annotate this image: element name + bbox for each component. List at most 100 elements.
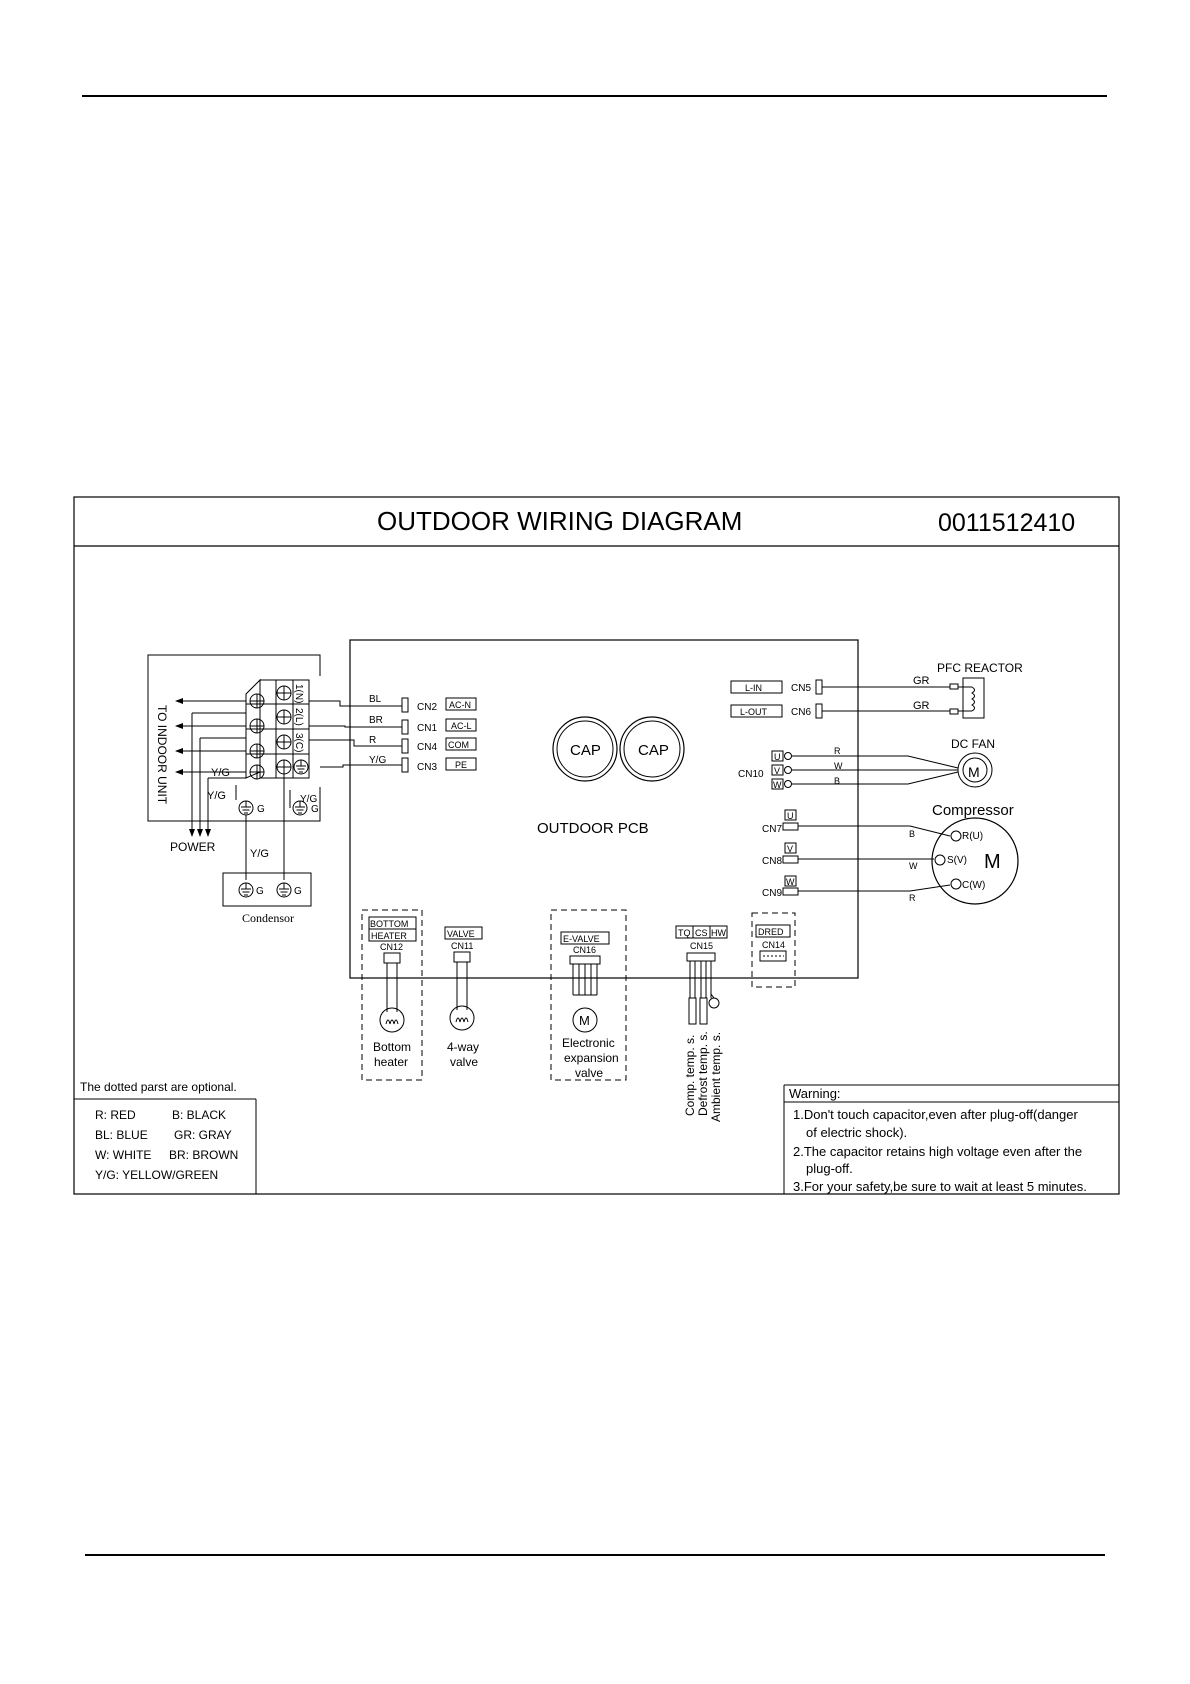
connector-socket: [453, 951, 471, 963]
yg-label: Y/G: [250, 848, 269, 860]
compressor-wires: [798, 825, 962, 892]
capacitor-inner: [623, 720, 681, 778]
component-header-text: TQ: [678, 928, 691, 938]
connector-pin: [815, 679, 823, 695]
capacitor: [619, 716, 685, 782]
connector-label: CN16: [573, 945, 596, 955]
dc-fan-pin: W: [773, 780, 782, 790]
dc-fan-motor: [957, 752, 993, 788]
component-header-text: DRED: [758, 927, 784, 937]
ground-label: G: [257, 804, 265, 815]
ground-symbol: [292, 800, 308, 816]
connector-tag: AC-N: [449, 700, 471, 710]
optional-zone: [751, 912, 796, 988]
component-caption: heater: [374, 1055, 408, 1069]
yg-label: Y/G: [300, 794, 317, 805]
to-indoor-unit-label: TO INDOOR UNIT: [155, 705, 169, 805]
connector-label: CN6: [791, 707, 811, 718]
component-caption: expansion: [564, 1051, 619, 1065]
connector-label: CN15: [690, 941, 713, 951]
connector-tag-box: [730, 704, 783, 718]
wire-label: GR: [913, 675, 930, 687]
legend-entry: R: RED: [95, 1108, 136, 1122]
connector-label: CN9: [762, 888, 782, 899]
compressor-terminal: R(U): [962, 831, 983, 842]
e-valve-wires: [572, 964, 598, 996]
legend-entry: W: WHITE: [95, 1148, 151, 1162]
dc-fan-label: DC FAN: [951, 737, 995, 751]
wire-label: Y/G: [369, 755, 386, 766]
left-connector-pins: [401, 697, 409, 773]
compressor-motor: [931, 817, 1019, 905]
warning-title: Warning:: [789, 1086, 841, 1101]
connector-label: CN2: [417, 702, 437, 713]
legend-entry: BL: BLUE: [95, 1128, 148, 1142]
pfc-reactor-box: [962, 677, 985, 719]
capacitor: [552, 716, 618, 782]
connector-label: CN10: [738, 769, 764, 780]
wire-label: B: [834, 776, 840, 786]
component-header-text: HW: [711, 928, 726, 938]
dc-fan-motor-inner: [962, 757, 988, 783]
ground-symbol: [238, 800, 254, 816]
sensor-label: Comp. temp. s.: [683, 1035, 697, 1116]
wire-label: R: [909, 893, 916, 903]
outdoor-pcb: [349, 639, 859, 979]
component-header-text: HEATER: [371, 931, 407, 941]
left-connector-wires: [309, 700, 402, 768]
document-number: 0011512410: [938, 509, 1075, 537]
connector-label: CN12: [380, 942, 403, 952]
connector-label: CN1: [417, 723, 437, 734]
component-header: [755, 924, 791, 938]
connector-pin: [815, 703, 823, 719]
ground-symbol: [276, 882, 292, 898]
dc-fan-pin: V: [774, 766, 780, 776]
top-rule: [82, 95, 1107, 97]
diagram-title: OUTDOOR WIRING DIAGRAM: [377, 506, 742, 536]
compressor-motor-label: M: [984, 851, 1001, 873]
connector-socket: [759, 950, 787, 962]
component-caption: valve: [575, 1066, 603, 1080]
ground-label: G: [311, 804, 319, 815]
connector-tag: L-OUT: [740, 707, 768, 717]
warning-line: 3.For your safety,be sure to wait at lea…: [793, 1179, 1087, 1194]
connector-label: CN3: [417, 762, 437, 773]
four-way-valve-coil: [449, 1005, 475, 1031]
component-caption: 4-way: [447, 1040, 479, 1054]
terminal-label: 1(N): [293, 684, 304, 703]
legend-entry: B: BLACK: [172, 1108, 226, 1122]
connector-label: CN11: [451, 941, 473, 951]
wire-label: BL: [369, 694, 382, 705]
pcb-label: OUTDOOR PCB: [537, 820, 649, 837]
optional-zone: [550, 909, 627, 1081]
compressor-terminal: S(V): [947, 855, 967, 866]
component-header: [444, 926, 483, 940]
reactor-terminal: [949, 683, 959, 690]
pfc-reactor-coil: [971, 686, 975, 712]
legend-entry: BR: BROWN: [169, 1148, 238, 1162]
wire-label: GR: [913, 700, 930, 712]
condenser-label: Condensor: [242, 911, 294, 925]
sensor-label: Defrost temp. s.: [696, 1031, 710, 1116]
terminal-label: 2(L): [293, 708, 304, 726]
connector-socket: [569, 955, 601, 965]
connector-tag-box: [730, 680, 783, 694]
optional-zone: [361, 909, 423, 1081]
compressor-pin-boxes: [782, 809, 799, 896]
connector-tag: L-IN: [745, 683, 762, 693]
connector-label: CN4: [417, 742, 437, 753]
compressor-pin: W: [786, 877, 795, 887]
ground-symbol: [238, 882, 254, 898]
component-header-text: BOTTOM: [370, 919, 408, 929]
component-header-text: CS: [695, 928, 708, 938]
reactor-terminal: [949, 708, 959, 715]
bottom-rule: [85, 1554, 1105, 1556]
diagram-frame: [73, 496, 1120, 1195]
wire-label: R: [369, 735, 376, 746]
dc-fan-pin: U: [774, 752, 781, 762]
connector-socket: [383, 952, 401, 964]
connector-label: CN7: [762, 824, 782, 835]
wire-label: BR: [369, 715, 383, 726]
connector-label: CN14: [762, 940, 785, 950]
